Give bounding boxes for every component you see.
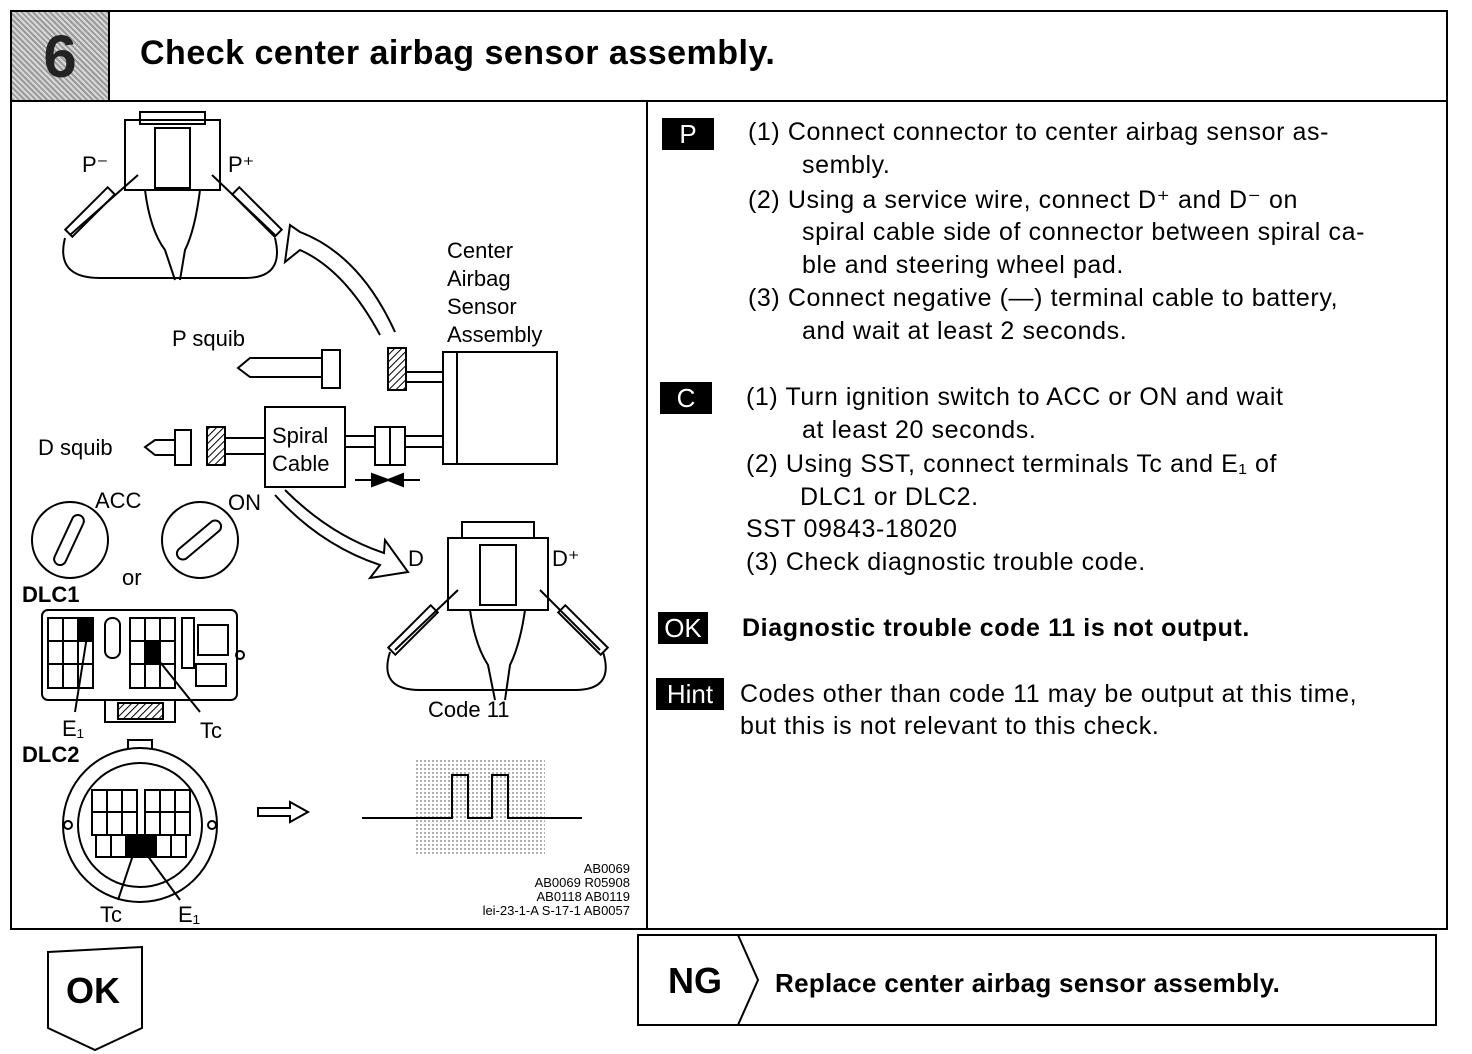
tc-top-label: Tc <box>200 718 222 743</box>
e1-bottom-label: E₁ <box>178 902 201 927</box>
c-step-2b: DLC1 or DLC2. <box>800 483 979 511</box>
d-squib-label: D squib <box>38 435 113 460</box>
ok-result-label: OK <box>66 970 120 1011</box>
or-label: or <box>122 565 142 590</box>
dlc1-figure <box>41 609 245 723</box>
d-connector-figure <box>386 521 610 701</box>
ok-result-text: Diagnostic trouble code 11 is not output… <box>742 614 1250 642</box>
spiral-cable-label-2: Cable <box>272 451 330 476</box>
p-step-3a: (3) Connect negative (—) terminal cable … <box>748 284 1339 312</box>
p-plus-label: P⁺ <box>228 152 255 177</box>
hint-line-1: Codes other than code 11 may be output a… <box>740 680 1358 708</box>
figure-refs: AB0069 AB0069 R05908 AB0118 AB0119 lei-2… <box>482 861 630 918</box>
p-squib-label: P squib <box>172 326 245 351</box>
center-airbag-label-3: Sensor <box>447 294 517 319</box>
step-title: Check center airbag sensor assembly. <box>140 34 776 72</box>
hint-line-2: but this is not relevant to this check. <box>740 712 1160 740</box>
spiral-cable-label-1: Spiral <box>272 423 329 448</box>
p-minus-label: P⁻ <box>82 152 109 177</box>
c-step-1a: (1) Turn ignition switch to ACC or ON an… <box>746 383 1284 411</box>
p-step-1a: (1) Connect connector to center airbag s… <box>748 118 1330 146</box>
p-step-2c: ble and steering wheel pad. <box>802 251 1124 279</box>
header-divider <box>10 100 1448 102</box>
p-step-3b: and wait at least 2 seconds. <box>802 317 1128 345</box>
center-airbag-label-2: Airbag <box>447 266 511 291</box>
p-badge: P <box>662 118 714 150</box>
center-airbag-label-4: Assembly <box>447 322 543 347</box>
hint-badge: Hint <box>656 678 724 710</box>
p-step-2b: spiral cable side of connector between s… <box>802 218 1366 246</box>
on-label: ON <box>228 490 261 515</box>
tc-bottom-label: Tc <box>100 902 122 927</box>
c-step-2a: (2) Using SST, connect terminals Tc and … <box>746 450 1278 478</box>
p-connector-figure <box>62 111 284 281</box>
column-divider <box>646 100 648 930</box>
d-label: D <box>408 546 424 571</box>
ng-result-label: NG <box>668 960 722 1001</box>
acc-label: ACC <box>95 488 142 513</box>
step-frame <box>10 10 1448 930</box>
p-step-2a: (2) Using a service wire, connect D⁺ and… <box>748 186 1299 214</box>
code-11-label: Code 11 <box>428 697 510 722</box>
ng-action-text: Replace center airbag sensor assembly. <box>775 968 1281 998</box>
center-airbag-label-1: Center <box>447 238 514 263</box>
e1-top-label: E₁ <box>62 716 85 741</box>
step-number-badge: 6 <box>12 12 110 100</box>
dlc2-label: DLC2 <box>22 742 80 767</box>
p-step-1b: sembly. <box>802 151 891 179</box>
c-step-1b: at least 20 seconds. <box>802 416 1037 444</box>
dlc1-label: DLC1 <box>22 582 80 607</box>
d-plus-label: D⁺ <box>552 546 580 571</box>
sst-number: SST 09843-18020 <box>746 515 958 543</box>
dlc2-figure <box>62 739 218 903</box>
code-11-waveform <box>362 760 582 855</box>
c-step-3: (3) Check diagnostic trouble code. <box>746 548 1146 576</box>
c-badge: C <box>660 382 712 414</box>
ok-badge: OK <box>658 612 708 644</box>
